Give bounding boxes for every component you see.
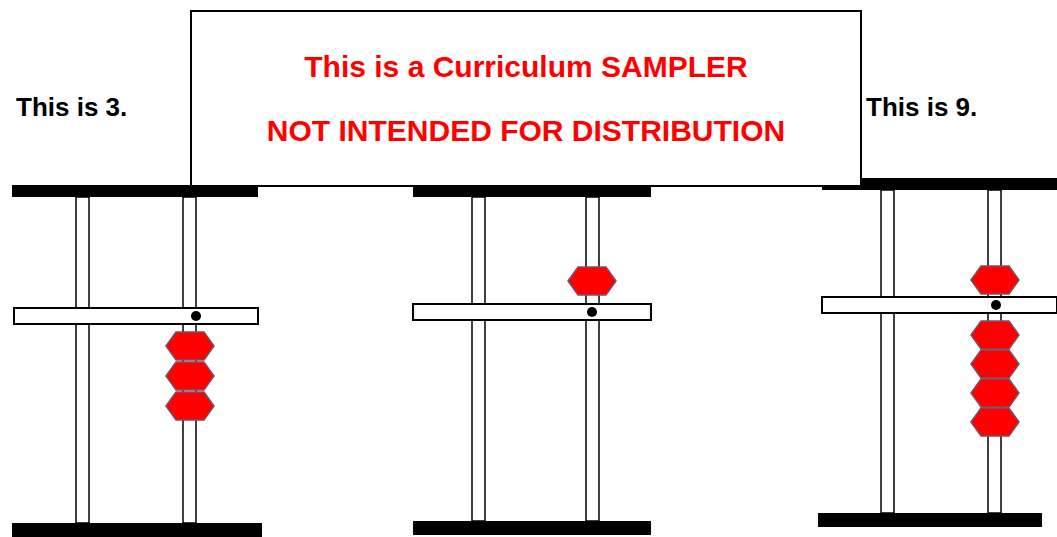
abacus-nine [818,178,1057,527]
notice-box: This is a Curriculum SAMPLER NOT INTENDED… [190,10,862,187]
abacus-five [413,185,651,535]
notice-text: This is a Curriculum SAMPLER [304,49,747,85]
abacus-caption: This is 9. [866,92,977,123]
notice-text: NOT INTENDED FOR DISTRIBUTION [267,113,785,149]
abacus-caption: This is 3. [16,92,127,123]
abacus-three [12,185,262,537]
